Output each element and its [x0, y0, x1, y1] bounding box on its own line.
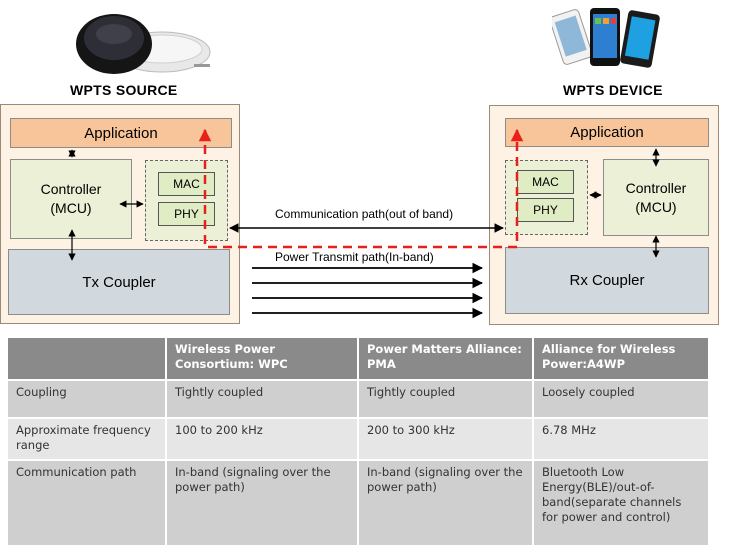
table-cell: Tightly coupled	[166, 379, 359, 418]
device-mac-block: MAC	[517, 170, 574, 194]
table-header-cell: Wireless Power Consortium: WPC	[166, 338, 359, 380]
charging-pad-image	[76, 14, 211, 74]
device-rx-coupler-block: Rx Coupler	[505, 247, 709, 314]
signal-path-dashed	[198, 128, 524, 249]
power-path-label: Power Transmit path(In-band)	[275, 250, 434, 264]
device-controller-sublabel: (MCU)	[635, 198, 677, 215]
source-controller-sublabel: (MCU)	[50, 200, 92, 216]
table-cell: 100 to 200 kHz	[166, 417, 359, 460]
table-cell: 6.78 MHz	[533, 417, 708, 460]
table-cell: Tightly coupled	[358, 379, 534, 418]
device-controller-label: Controller	[625, 179, 687, 196]
source-title: WPTS SOURCE	[70, 82, 178, 98]
smartphones-image	[552, 8, 660, 68]
table-cell: In-band (signaling over the power path)	[166, 459, 359, 545]
source-application-block: Application	[10, 118, 232, 148]
device-application-block: Application	[505, 118, 709, 147]
table-row: Approximate frequency range 100 to 200 k…	[8, 417, 708, 460]
table-row: Communication path In-band (signaling ov…	[8, 459, 708, 545]
device-title: WPTS DEVICE	[563, 82, 663, 98]
standards-comparison-table: Wireless Power Consortium: WPC Power Mat…	[8, 338, 708, 545]
source-controller-block: Controller (MCU)	[10, 159, 132, 239]
source-tx-coupler-block: Tx Coupler	[8, 249, 230, 315]
table-cell: 200 to 300 kHz	[358, 417, 534, 460]
table-header-cell: Power Matters Alliance: PMA	[358, 338, 534, 380]
table-row: Coupling Tightly coupled Tightly coupled…	[8, 379, 708, 418]
table-cell: Approximate frequency range	[8, 417, 167, 460]
table-header-cell	[8, 338, 167, 380]
table-cell: Communication path	[8, 459, 167, 545]
device-controller-block: Controller (MCU)	[603, 159, 709, 236]
source-controller-label: Controller	[40, 181, 102, 197]
communication-path-label: Communication path(out of band)	[275, 207, 454, 221]
table-cell: Coupling	[8, 379, 167, 418]
table-header-row: Wireless Power Consortium: WPC Power Mat…	[8, 338, 708, 380]
table-cell: Loosely coupled	[533, 379, 708, 418]
table-cell: Bluetooth Low Energy(BLE)/out-of-band(se…	[533, 459, 708, 545]
table-header-cell: Alliance for Wireless Power:A4WP	[533, 338, 708, 380]
table-cell: In-band (signaling over the power path)	[358, 459, 534, 545]
